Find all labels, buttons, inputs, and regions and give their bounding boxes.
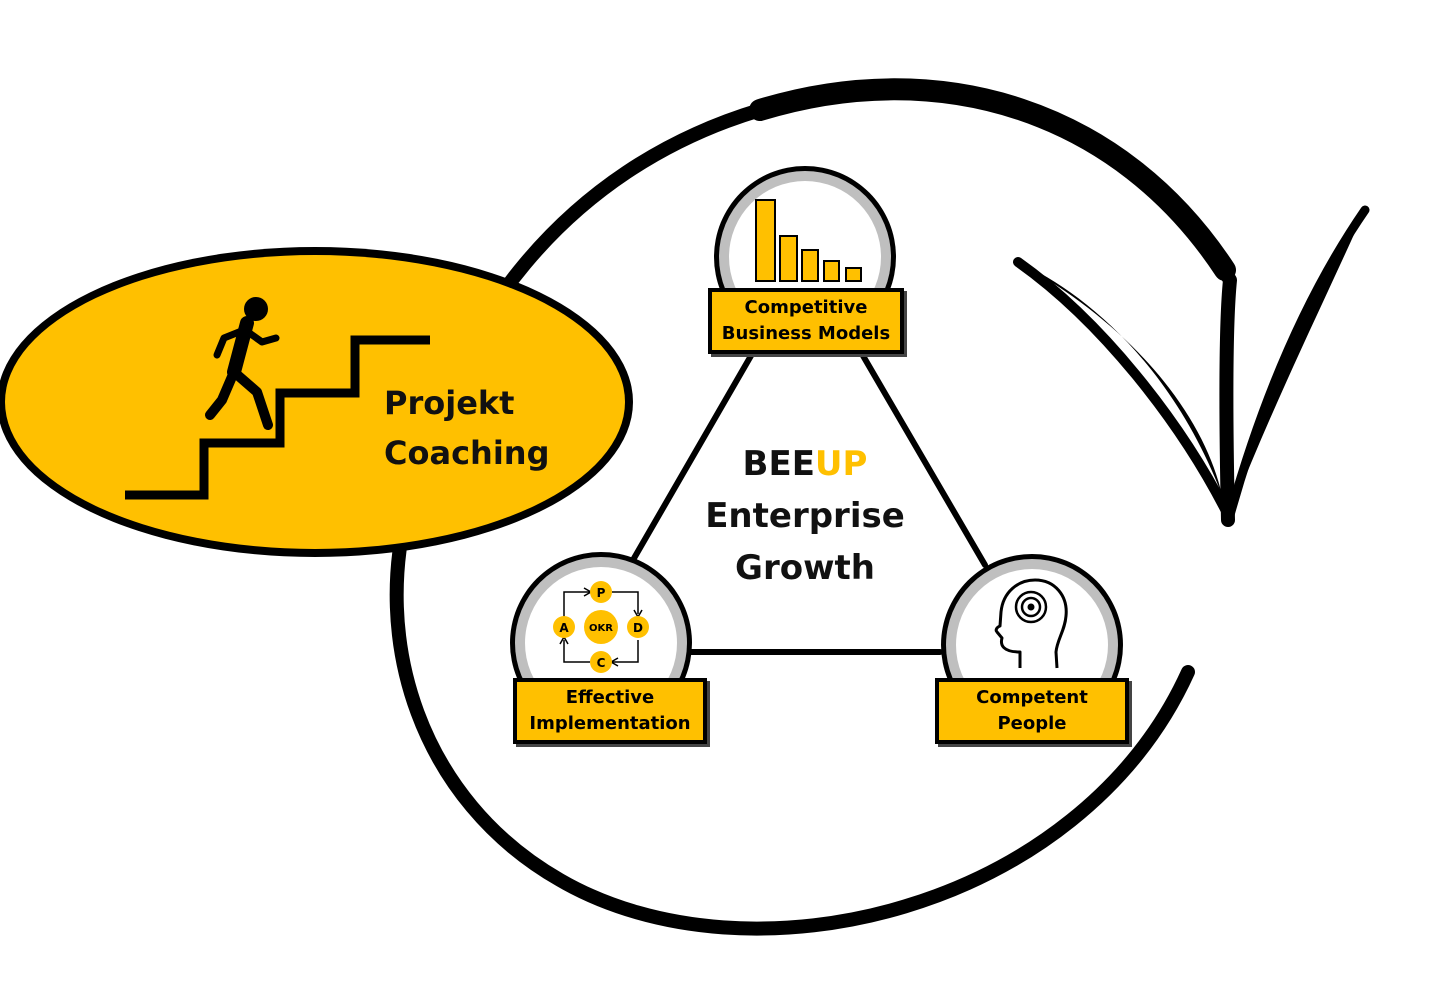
brand-name-part1: BEE [742,444,815,484]
brand-name: BEEUP [655,438,955,490]
pdca-plan-label: P [597,586,606,600]
pdca-do-label: D [633,621,643,635]
node-label-business-models: Competitive Business Models [708,288,904,354]
head-target-icon [994,578,1068,669]
checkmark-icon [1013,205,1370,520]
pdca-act-label: A [559,621,569,635]
coaching-ellipse [0,247,633,557]
center-title-line3: Growth [735,548,875,588]
node-label-business-models-line1: Competitive [744,297,868,318]
center-title-line2: Enterprise [705,496,905,536]
center-title: BEEUP Enterprise Growth [655,438,955,594]
node-label-business-models-line2: Business Models [721,323,891,344]
person-climbing-stairs-icon [125,297,430,500]
okr-center-label: OKR [589,623,613,634]
descending-bar-chart-icon [755,199,862,282]
pdca-check-label: C [597,656,606,670]
triangle-connector [630,351,988,655]
node-label-implementation: Effective Implementation [513,678,707,744]
node-label-implementation-line2: Implementation [529,713,691,734]
brand-name-part2: UP [814,444,868,484]
coaching-label-line2: Coaching [384,434,550,472]
node-label-people-line2: People [997,713,1067,734]
okr-pdca-cycle-icon: OKR P D C A [553,581,649,673]
node-label-people-line1: Competent [976,687,1088,708]
node-label-implementation-line1: Effective [565,687,655,708]
coaching-label: Projekt Coaching [384,378,549,478]
coaching-label-line1: Projekt [384,384,515,422]
node-label-people: Competent People [935,678,1129,744]
